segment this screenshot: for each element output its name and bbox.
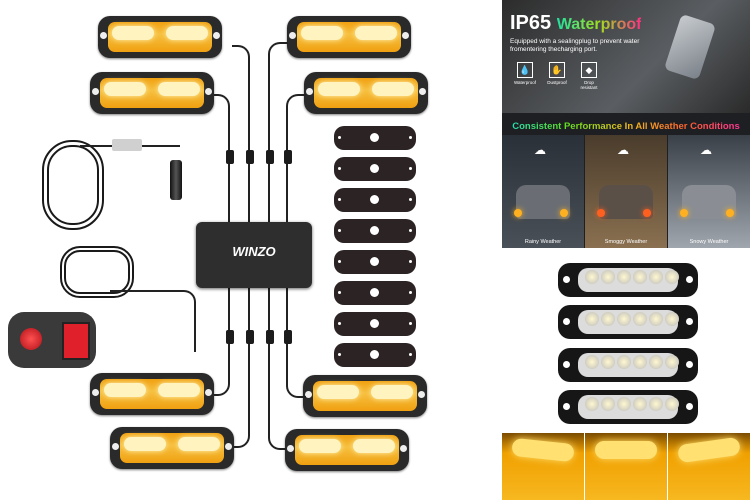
waterproof-title: Waterproof	[556, 16, 642, 33]
feature-dustproof: ✋ Dustproof	[544, 62, 570, 90]
coiled-power-cord	[42, 140, 104, 230]
ip-rating: IP65	[510, 12, 552, 34]
feature-icons: 💧 Waterproof ✋ Dustproof ◆ Drop resistan…	[512, 62, 602, 90]
mounting-plate	[334, 188, 416, 212]
amber-light-bar	[90, 373, 214, 415]
connector	[284, 330, 292, 344]
feature-waterproof: 💧 Waterproof	[512, 62, 538, 90]
amber-light-bar	[303, 375, 427, 417]
connector	[284, 150, 292, 164]
mounting-plate	[334, 157, 416, 181]
fog-light	[643, 209, 651, 217]
fog-light	[560, 209, 568, 217]
fog-light	[680, 209, 688, 217]
weather-panel: Consistent Performance In All Weather Co…	[502, 113, 750, 248]
glowing-light	[502, 433, 584, 500]
coiled-switch-cord	[60, 246, 134, 298]
connector	[266, 150, 274, 164]
junction-box: WINZO	[196, 222, 312, 288]
connector	[266, 330, 274, 344]
wire	[232, 45, 250, 227]
mounting-plate	[334, 126, 416, 150]
fog-light	[726, 209, 734, 217]
brand-logo: WINZO	[232, 244, 276, 259]
weather-snowy: ☁ Snowy Weather	[668, 135, 750, 248]
smog-cloud-icon: ☁	[617, 143, 629, 157]
feature-drop-resistant: ◆ Drop resistant	[576, 62, 602, 90]
snow-cloud-icon: ☁	[700, 143, 712, 157]
flash-mode-knob	[20, 328, 42, 350]
weather-rainy: ☁ Rainy Weather	[502, 135, 584, 248]
fog-light	[514, 209, 522, 217]
mounting-plate	[334, 281, 416, 305]
weather-smoggy: ☁ Smoggy Weather	[585, 135, 667, 248]
inline-fuse-holder	[112, 139, 142, 151]
waterproof-panel: IP65 Waterproof Equipped with a sealingp…	[502, 0, 750, 113]
strobe-light-unit	[558, 348, 698, 382]
strobe-light-unit	[558, 263, 698, 297]
glowing-light	[668, 433, 750, 500]
connector	[246, 330, 254, 344]
strobe-light-unit	[558, 305, 698, 339]
rain-cloud-icon: ☁	[534, 143, 546, 157]
wire	[268, 288, 286, 450]
amber-light-bar	[98, 16, 222, 58]
fog-light	[597, 209, 605, 217]
cigarette-lighter-plug-icon	[170, 160, 182, 200]
amber-light-bar	[304, 72, 428, 114]
amber-light-bar	[285, 429, 409, 471]
waterproof-icon: 💧	[517, 62, 533, 78]
waterproof-description: Equipped with a sealingplug to prevent w…	[510, 38, 640, 53]
connector	[226, 330, 234, 344]
connector	[246, 150, 254, 164]
wire	[110, 290, 196, 352]
amber-light-bar	[287, 16, 411, 58]
mounting-plate	[334, 219, 416, 243]
glowing-light	[585, 433, 667, 500]
strobe-light-product	[663, 13, 717, 81]
connector	[226, 150, 234, 164]
strobe-light-unit	[558, 390, 698, 424]
mounting-plate	[334, 312, 416, 336]
power-rocker-switch	[62, 322, 90, 360]
switch-box	[8, 312, 96, 368]
amber-light-bar	[110, 427, 234, 469]
drop-resistant-icon: ◆	[581, 62, 597, 78]
wire	[268, 42, 288, 226]
wire	[234, 288, 250, 448]
mounting-plate	[334, 250, 416, 274]
dustproof-icon: ✋	[549, 62, 565, 78]
mounting-plate	[334, 343, 416, 367]
amber-light-bar	[90, 72, 214, 114]
weather-title: Consistent Performance In All Weather Co…	[506, 121, 746, 132]
